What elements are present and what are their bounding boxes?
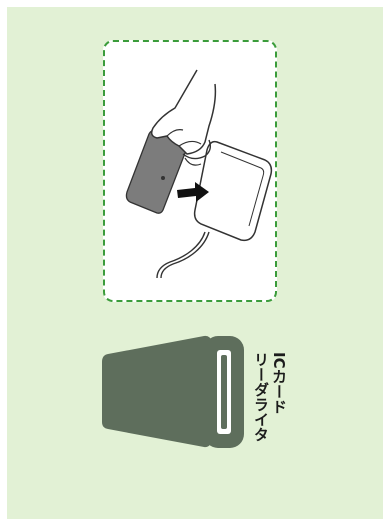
reader-label-line1: ICカード [270,352,288,442]
hand-inserting-card-into-reader-icon [105,42,275,300]
insert-card-illustration-card [103,40,277,302]
ic-card-reader-icon [100,332,246,456]
ic-card-reader-label: ICカード リーダライタ [252,352,288,442]
reader-label-line2: リーダライタ [252,352,270,442]
